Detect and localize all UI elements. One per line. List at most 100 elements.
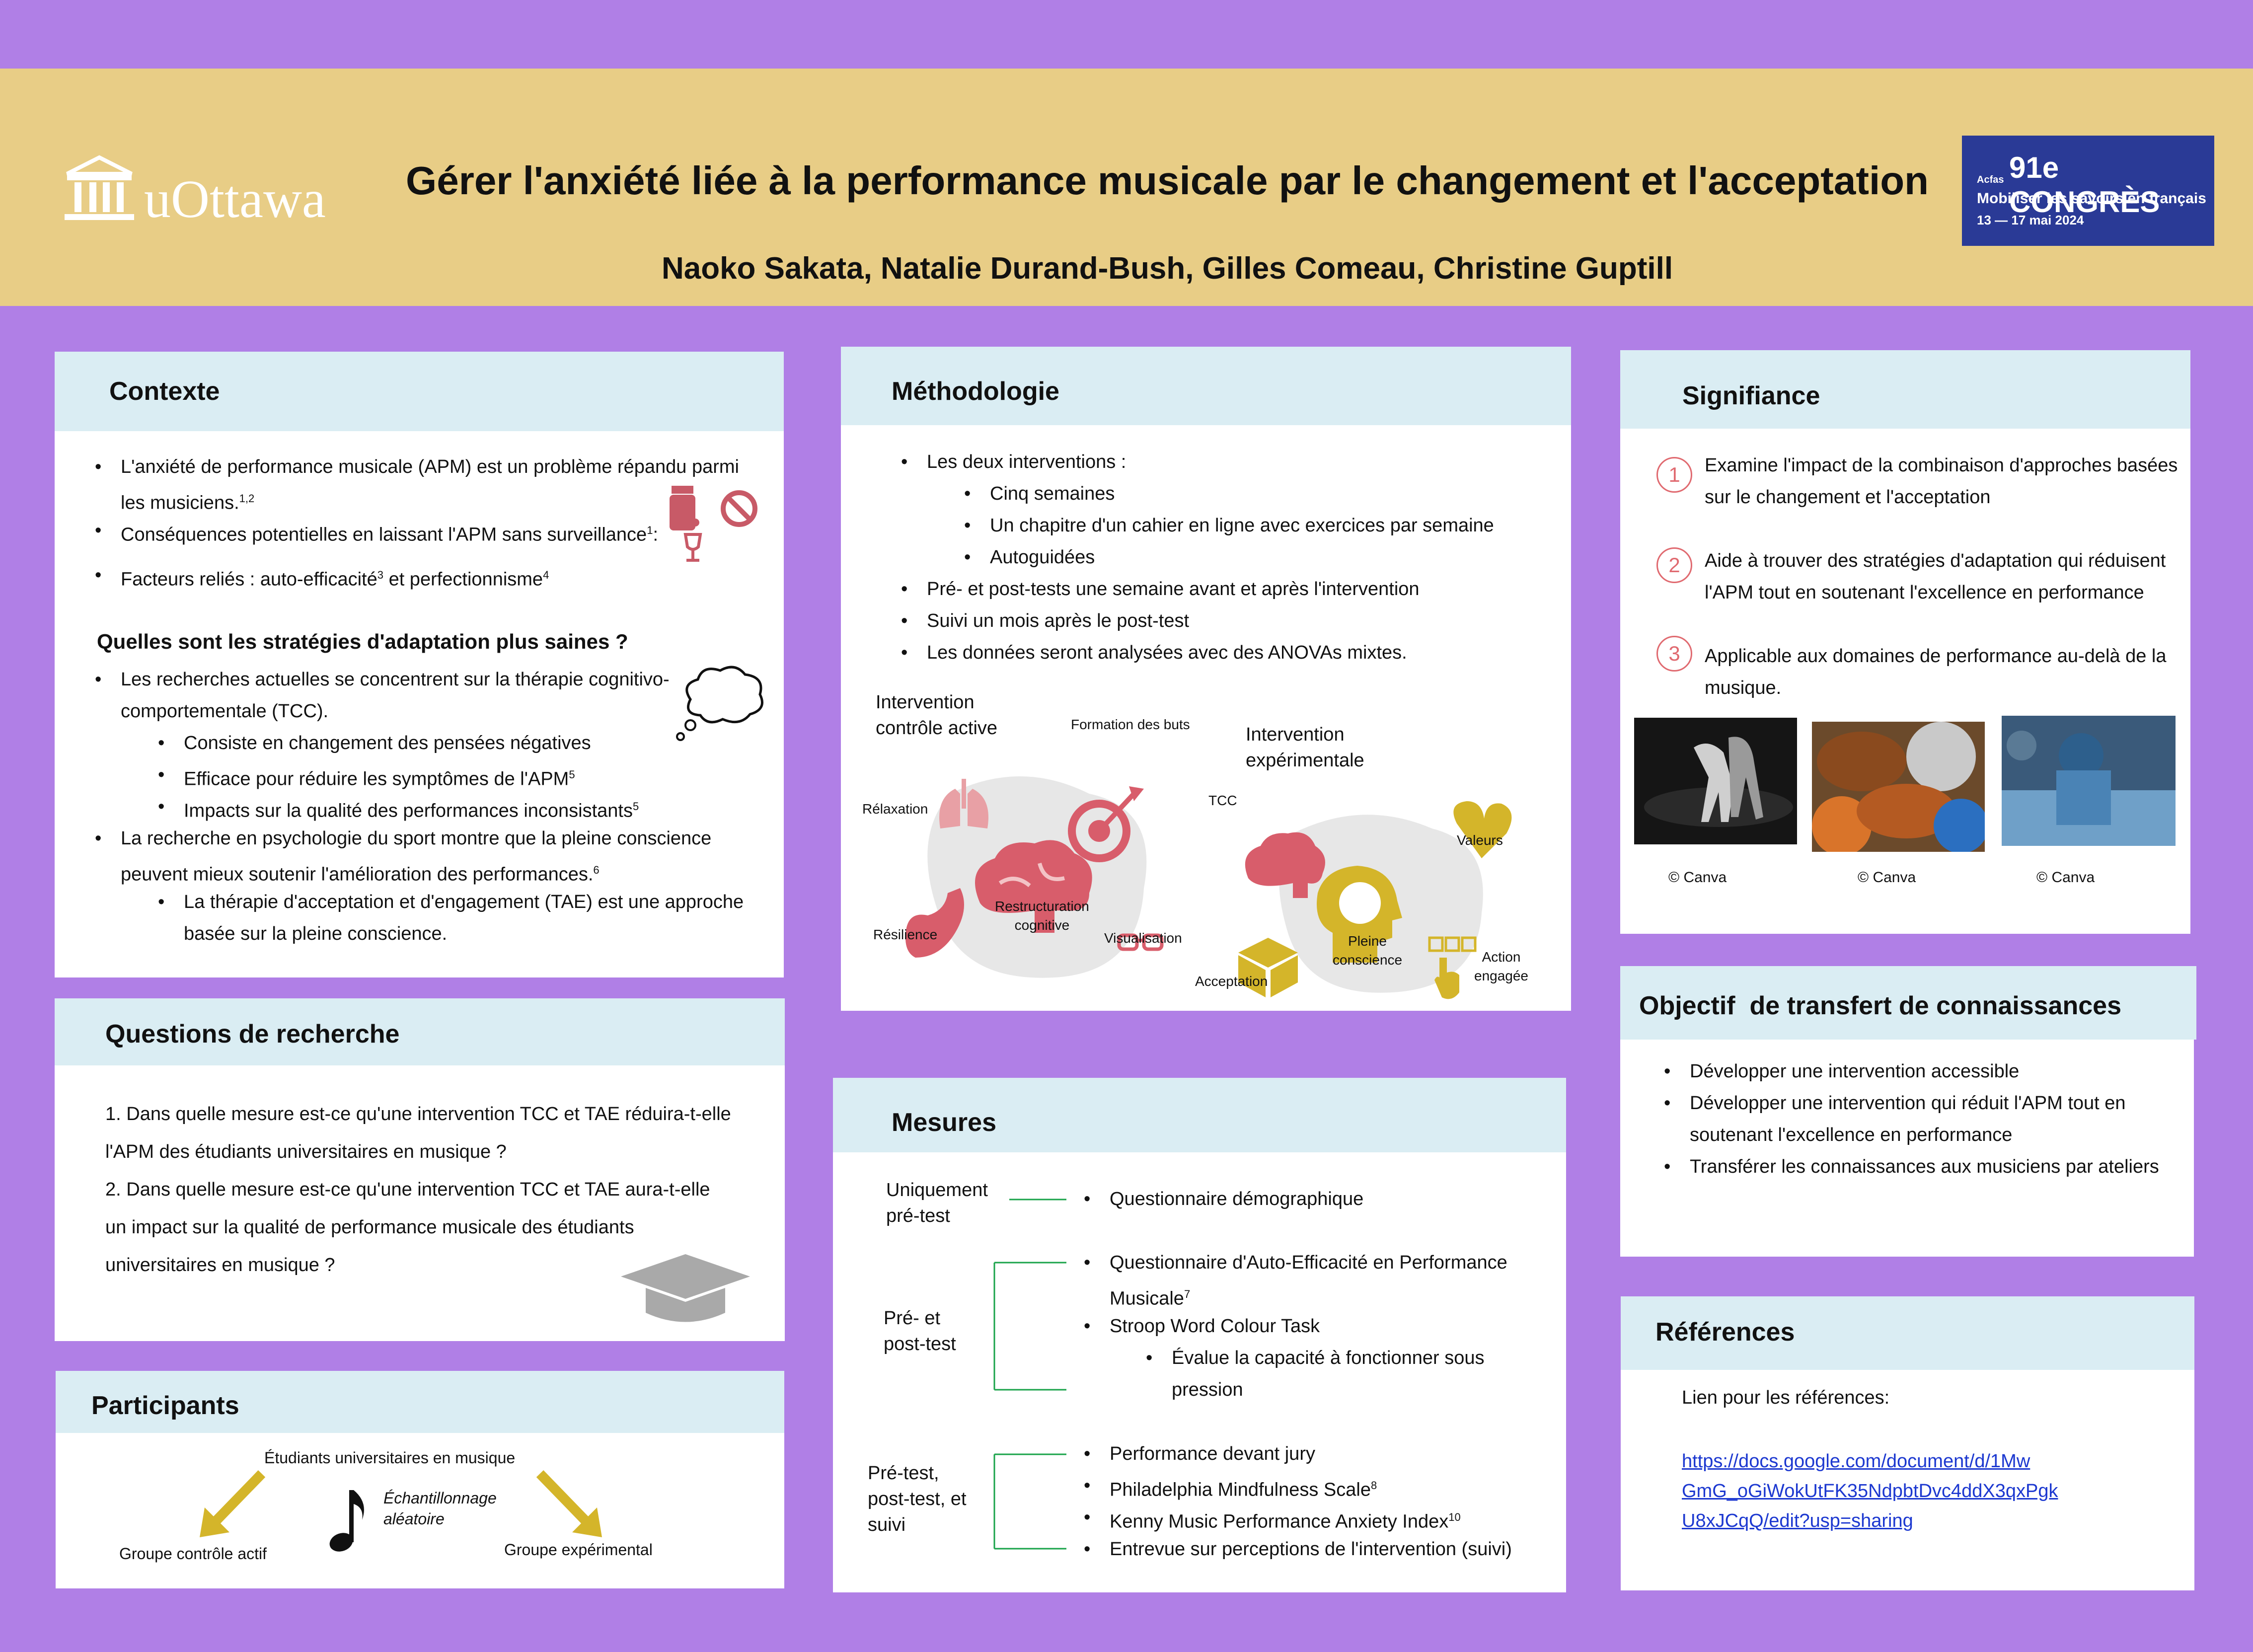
label-restructuration: Restructuration cognitive	[995, 897, 1089, 935]
references-panel: Références Lien pour les références: htt…	[1621, 1296, 2194, 1590]
question-line: un impact sur la qualité de performance …	[105, 1217, 634, 1238]
label-formation: Formation des buts	[1071, 717, 1190, 732]
mesures-item: Entrevue sur perceptions de l'interventi…	[1084, 1533, 1512, 1565]
contexte-subbullet: Impacts sur la qualité des performances …	[158, 791, 639, 827]
questions-title: Questions de recherche	[105, 1020, 400, 1049]
brain-icon	[1245, 832, 1325, 898]
objectif-bullet: Développer une intervention qui réduit l…	[1664, 1087, 2126, 1119]
lungs-icon	[939, 779, 988, 828]
questions-header: Questions de recherche	[55, 998, 785, 1065]
participants-header: Participants	[56, 1371, 784, 1433]
thought-cloud-icon	[676, 666, 763, 741]
participants-title: Participants	[91, 1391, 239, 1420]
mesures-group-line: Pré-test,	[868, 1463, 939, 1484]
mesures-item: Questionnaire d'Auto-Efficacité en Perfo…	[1084, 1247, 1507, 1278]
label-acceptation: Acceptation	[1195, 974, 1268, 989]
experimental-title: Intervention expérimentale	[1246, 722, 1364, 773]
number-badge: 1	[1656, 457, 1692, 493]
contexte-bullet: Conséquences potentielles en laissant l'…	[95, 515, 658, 551]
label-action-engagee: Action engagée	[1474, 948, 1528, 985]
acfas-brand: 91e CONGRÈS	[2009, 151, 2160, 219]
uottawa-wordmark: uOttawa	[144, 170, 326, 229]
label-action-line: engagée	[1474, 968, 1529, 983]
mesures-panel: Mesures Uniquement pré-test Questionnair…	[833, 1078, 1566, 1592]
mesures-item-cont: Musicale7	[1110, 1288, 1191, 1309]
mesures-item: Questionnaire démographique	[1084, 1183, 1363, 1215]
contexte-text: comportementale (TCC).	[121, 701, 329, 722]
participants-method-line: Échantillonnage	[383, 1489, 497, 1507]
references-title: Références	[1655, 1318, 1795, 1347]
acfas-line2: 13 — 17 mai 2024	[1977, 213, 2084, 227]
mesures-item: Philadelphia Mindfulness Scale8	[1084, 1470, 1377, 1506]
objectif-panel: Objectif de transfert de connaissances D…	[1620, 966, 2196, 1257]
label-visualisation: Visualisation	[1104, 930, 1182, 946]
mesures-group2-label: Pré- et post-test	[884, 1305, 956, 1357]
sports-balls-photo	[1812, 722, 1985, 852]
control-title: Intervention contrôle active	[876, 689, 997, 741]
objectif-header: Objectif de transfert de connaissances	[1620, 966, 2196, 1040]
head-icon	[1317, 866, 1402, 963]
music-note-icon	[329, 1490, 364, 1552]
label-restructuration-line: cognitive	[1014, 917, 1070, 933]
contexte-subbullet: La thérapie d'acceptation et d'engagemen…	[158, 886, 744, 918]
photo-credit: © Canva	[2036, 869, 2095, 886]
contexte-title: Contexte	[109, 377, 220, 406]
signifiance-line: Examine l'impact de la combinaison d'app…	[1705, 455, 2178, 476]
label-relaxation: Rélaxation	[862, 801, 928, 817]
box-icon	[1238, 938, 1298, 997]
arrow-right-icon	[536, 1470, 602, 1537]
label-restructuration-line: Restructuration	[995, 899, 1089, 914]
participants-panel: Participants Étudiants universitaires en…	[56, 1371, 784, 1588]
graduation-cap-icon	[621, 1254, 750, 1322]
poster-title: Gérer l'anxiété liée à la performance mu…	[406, 158, 1929, 203]
signifiance-title: Signifiance	[1682, 381, 1820, 410]
mesures-group-line: suivi	[868, 1514, 906, 1535]
methodologie-header: Méthodologie	[841, 347, 1571, 425]
objectif-text: soutenant l'excellence en performance	[1690, 1125, 2013, 1145]
mesures-group-line: Pré- et	[884, 1308, 941, 1329]
references-link[interactable]: https://docs.google.com/document/d/1Mw	[1682, 1451, 2030, 1472]
mesures-item-cont: pression	[1172, 1379, 1243, 1400]
signifiance-line: Aide à trouver des stratégies d'adaptati…	[1705, 550, 2166, 571]
experimental-title-line: expérimentale	[1246, 750, 1364, 771]
control-diagram	[905, 776, 1164, 978]
contexte-subbullet: Efficace pour réduire les symptômes de l…	[158, 759, 575, 795]
signifiance-header: Signifiance	[1620, 350, 2190, 429]
authors: Naoko Sakata, Natalie Durand-Bush, Gille…	[661, 251, 1673, 286]
contexte-question: Quelles sont les stratégies d'adaptation…	[97, 630, 628, 653]
references-link[interactable]: U8xJCqQ/edit?usp=sharing	[1682, 1510, 1913, 1531]
mesures-group1-label: Uniquement pré-test	[886, 1177, 988, 1229]
arrow-left-icon	[200, 1470, 266, 1537]
hand-checkbox-icon	[1428, 936, 1477, 999]
contexte-header: Contexte	[55, 352, 784, 431]
glasses-icon	[1117, 933, 1164, 951]
label-tcc: TCC	[1208, 793, 1237, 808]
label-pleine-line: Pleine	[1348, 933, 1387, 949]
methodologie-title: Méthodologie	[892, 377, 1059, 406]
contexte-bullet: La recherche en psychologie du sport mon…	[95, 823, 711, 854]
contexte-bullet: Facteurs reliés : auto-efficacité3 et pe…	[95, 559, 549, 596]
contexte-text: peuvent mieux soutenir l'amélioration de…	[121, 864, 600, 885]
method-subbullet: Un chapitre d'un cahier en ligne avec ex…	[964, 510, 1494, 541]
acfas-line1: Mobiliser les savoirs en français	[1977, 190, 2206, 207]
dancers-photo	[1634, 718, 1797, 844]
label-action-line: Action	[1482, 949, 1521, 965]
signifiance-line: musique.	[1705, 677, 1782, 698]
flexed-arm-icon	[905, 888, 964, 958]
signifiance-line: l'APM tout en soutenant l'excellence en …	[1705, 582, 2144, 603]
heart-icon	[1453, 801, 1512, 858]
signifiance-line: sur le changement et l'acceptation	[1705, 487, 1991, 508]
acfas-badge: Acfas 91e CONGRÈS Mobiliser les savoirs …	[1962, 136, 2214, 246]
method-bullet: Les deux interventions :	[901, 446, 1126, 478]
methodologie-panel: Méthodologie Les deux interventions : Ci…	[841, 347, 1571, 1011]
references-link[interactable]: GmG_oGiWokUtFK35NdpbtDvc4ddX3qxPgk	[1682, 1481, 2058, 1502]
method-bullet: Suivi un mois après le post-test	[901, 605, 1189, 637]
label-pleine-line: conscience	[1333, 952, 1403, 968]
label-pleine-conscience: Pleine conscience	[1333, 932, 1402, 970]
method-bullet: Les données seront analysées avec des AN…	[901, 637, 1407, 669]
uottawa-logo	[62, 151, 137, 228]
control-title-line: contrôle active	[876, 718, 998, 739]
method-subbullet: Cinq semaines	[964, 478, 1115, 510]
participants-top: Étudiants universitaires en musique	[264, 1449, 516, 1467]
participants-method: Échantillonnage aléatoire	[383, 1488, 497, 1529]
